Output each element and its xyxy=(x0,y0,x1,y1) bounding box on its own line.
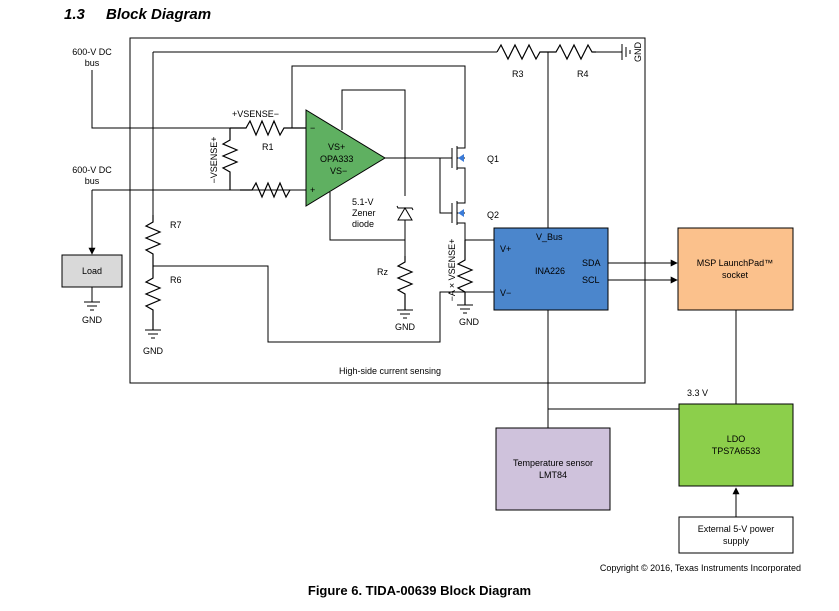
label-q1: Q1 xyxy=(487,154,499,164)
divider-to-ina-wire xyxy=(153,265,494,343)
label-r4: R4 xyxy=(577,69,589,79)
opamp-supply-top-wire xyxy=(291,65,466,142)
gnd-label-rz: GND xyxy=(395,322,416,332)
gnd-label-load: GND xyxy=(82,315,103,325)
figure-caption: Figure 6. TIDA-00639 Block Diagram xyxy=(307,583,532,598)
ina-sda-pin: SDA xyxy=(582,258,601,268)
bus-label-mid: 600-V DC xyxy=(72,165,112,175)
temp-label-2: LMT84 xyxy=(539,470,567,480)
ina-vplus-pin: V+ xyxy=(500,244,511,254)
opamp-vsplus-wire xyxy=(341,89,406,196)
high-side-label: High-side current sensing xyxy=(339,366,441,376)
zener-label-1: 5.1-V xyxy=(352,197,374,207)
q2-to-ina-wire xyxy=(464,233,494,241)
external-supply-block xyxy=(678,516,794,554)
label-r7: R7 xyxy=(170,220,182,230)
zener-label-3: diode xyxy=(352,219,374,229)
resistor-r1 xyxy=(230,119,306,137)
resistor-r3 xyxy=(496,43,548,61)
mosfet-q2 xyxy=(439,158,466,233)
label-a-vsense: −A × VSENSE+ xyxy=(447,239,457,302)
temperature-sensor-block xyxy=(495,427,611,511)
resistor-r4 xyxy=(548,43,596,61)
load-label: Load xyxy=(82,266,102,276)
opamp-vs-plus: VS+ xyxy=(328,142,345,152)
opamp-minus-pin: − xyxy=(310,123,315,133)
opamp-vsminus-wire xyxy=(329,192,405,241)
msp-launchpad-block xyxy=(677,227,794,311)
v33-label: 3.3 V xyxy=(687,388,708,398)
resistor-r6 xyxy=(144,266,162,330)
label-rz: Rz xyxy=(377,267,388,277)
section-title: Block Diagram xyxy=(106,6,212,23)
gnd-label-ina: GND xyxy=(459,317,480,327)
gnd-label-top: GND xyxy=(633,42,643,63)
top-divider-wiring xyxy=(152,51,622,233)
label-r1: R1 xyxy=(262,142,274,152)
temp-label-1: Temperature sensor xyxy=(513,458,593,468)
opamp-plus-pin: + xyxy=(310,185,315,195)
label-minus-vsense: −VSENSE+ xyxy=(209,136,219,183)
section-number: 1.3 xyxy=(64,6,85,23)
resistor-rz xyxy=(396,256,414,310)
bus-label-top-2: bus xyxy=(85,58,100,68)
ext-label-1: External 5-V power xyxy=(698,524,775,534)
bus-label-mid-2: bus xyxy=(85,176,100,186)
high-side-sensing-boundary xyxy=(129,37,646,384)
msp-label-1: MSP LaunchPad™ xyxy=(697,258,773,268)
mosfet-q1 xyxy=(440,142,466,176)
zener-diode xyxy=(396,205,414,256)
opamp-name: OPA333 xyxy=(320,154,353,164)
ground-symbol-top xyxy=(621,44,631,60)
ground-symbol-rz xyxy=(397,309,413,319)
resistor-mid-bus xyxy=(240,181,291,199)
resistor-vsense xyxy=(221,128,239,190)
label-q2: Q2 xyxy=(487,210,499,220)
opamp-opa333 xyxy=(305,109,386,207)
zener-label-2: Zener xyxy=(352,208,376,218)
ina-scl-pin: SCL xyxy=(582,275,600,285)
ground-symbol-load xyxy=(84,301,100,311)
load-block xyxy=(61,254,123,288)
ext-label-2: supply xyxy=(723,536,750,546)
top-bus-wire xyxy=(91,70,230,129)
label-plus-vsense: +VSENSE− xyxy=(232,109,279,119)
copyright-notice: Copyright © 2016, Texas Instruments Inco… xyxy=(599,563,801,573)
ldo-label-2: TPS7A6533 xyxy=(712,446,761,456)
resistor-gain xyxy=(456,240,474,305)
ina-name: INA226 xyxy=(535,266,565,276)
ina226-block xyxy=(493,227,609,311)
msp-label-2: socket xyxy=(722,270,749,280)
gnd-label-r6: GND xyxy=(143,346,164,356)
ground-symbol-r6 xyxy=(145,329,161,339)
ina-vbus-pin: V_Bus xyxy=(536,232,563,242)
label-r3: R3 xyxy=(512,69,524,79)
ldo-label-1: LDO xyxy=(727,434,746,444)
ina-vminus-pin: V− xyxy=(500,288,511,298)
ldo-block xyxy=(678,403,794,487)
bus-label-top: 600-V DC xyxy=(72,47,112,57)
resistor-r7 xyxy=(144,215,162,266)
label-r6: R6 xyxy=(170,275,182,285)
opamp-vs-minus: VS− xyxy=(330,166,347,176)
ground-symbol-ina xyxy=(457,304,473,314)
